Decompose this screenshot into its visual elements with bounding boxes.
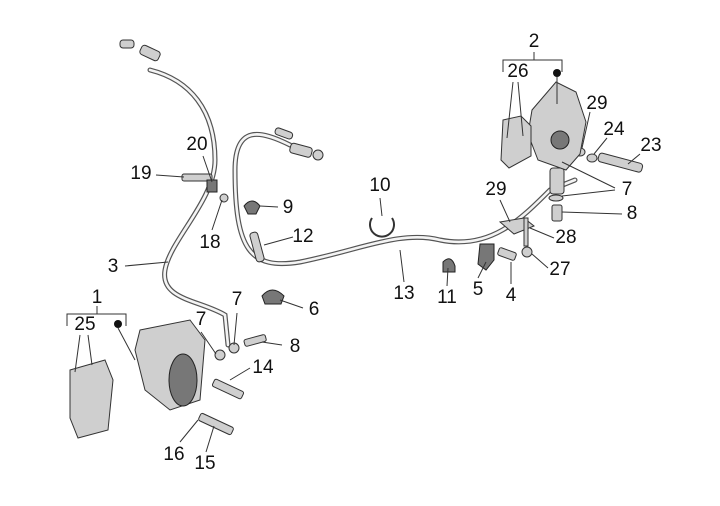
brake-hose-rear <box>232 132 578 267</box>
callout-28: 28 <box>555 227 576 248</box>
callout-19: 19 <box>130 163 151 184</box>
leader-lines <box>124 111 641 453</box>
callout-13: 13 <box>393 283 414 304</box>
callout-7: 7 <box>196 309 207 330</box>
callout-14: 14 <box>252 357 274 378</box>
callout-6: 6 <box>309 299 320 320</box>
callout-8: 8 <box>627 203 638 224</box>
group-bracket-2 <box>502 52 563 139</box>
callout-25: 25 <box>74 314 95 335</box>
group-bracket-1 <box>66 306 136 373</box>
brake-hose-front <box>147 67 231 348</box>
callout-15: 15 <box>194 453 215 474</box>
callout-26: 26 <box>507 61 528 82</box>
callout-11: 11 <box>437 287 457 308</box>
callout-20: 20 <box>186 134 207 155</box>
callout-5: 5 <box>473 279 484 300</box>
callout-12: 12 <box>292 226 313 247</box>
master-cylinder <box>500 81 587 171</box>
callout-4: 4 <box>506 285 517 306</box>
brake-caliper <box>69 319 206 439</box>
callout-9: 9 <box>283 197 294 218</box>
callout-23: 23 <box>640 135 661 156</box>
callout-3: 3 <box>108 256 119 277</box>
callout-27: 27 <box>549 259 570 280</box>
callout-24: 24 <box>603 119 625 140</box>
callout-7: 7 <box>232 289 243 310</box>
callout-2: 2 <box>529 31 540 52</box>
callout-8: 8 <box>290 336 301 357</box>
callout-29: 29 <box>485 179 506 200</box>
callout-7: 7 <box>622 179 633 200</box>
callout-16: 16 <box>163 444 184 465</box>
callout-18: 18 <box>199 232 220 253</box>
callout-1: 1 <box>92 287 103 308</box>
callout-10: 10 <box>369 175 390 196</box>
callout-29: 29 <box>586 93 607 114</box>
banjo-fittings <box>119 39 644 436</box>
